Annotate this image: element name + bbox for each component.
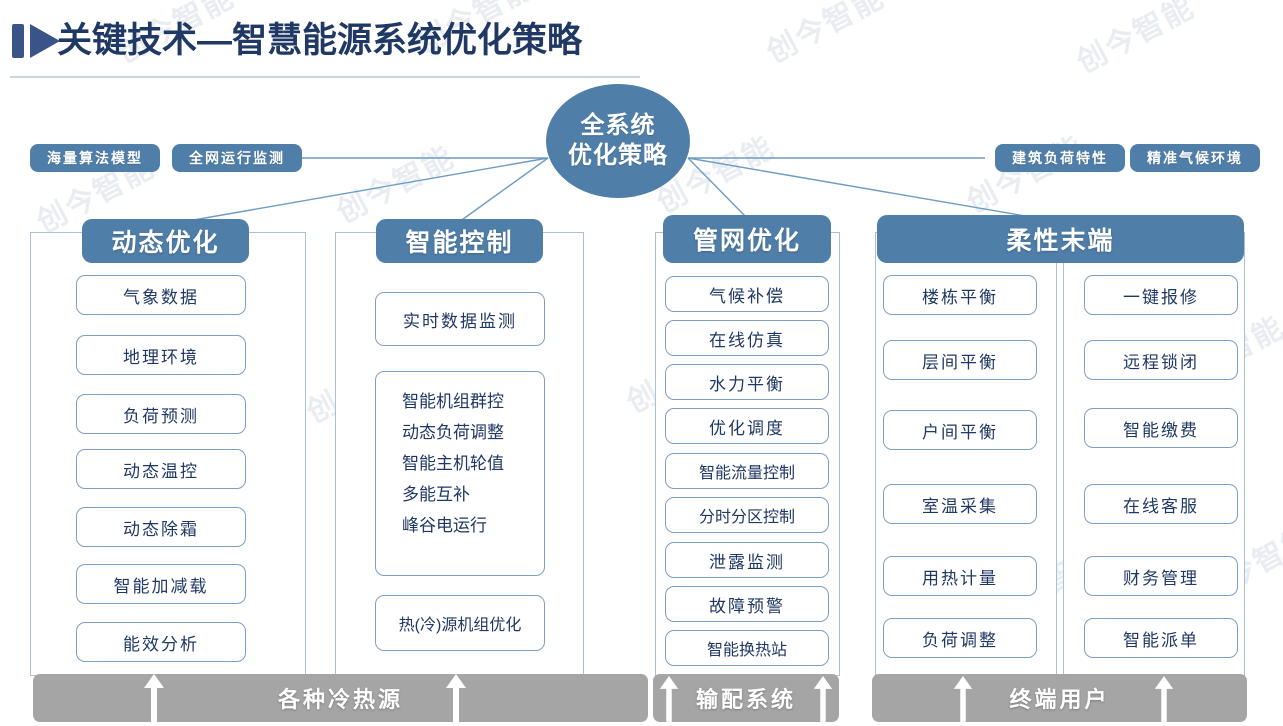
column-header-dynamic-optimization[interactable]: 动态优化 bbox=[82, 219, 249, 263]
chip-household-balance[interactable]: 户间平衡 bbox=[883, 410, 1037, 450]
slide-title-bar: 关键技术—智慧能源系统优化策略 bbox=[0, 12, 1283, 78]
up-arrow-icon bbox=[953, 676, 973, 722]
input-pill-precise-climate[interactable]: 精准气候环境 bbox=[1130, 144, 1260, 172]
column-header-flexible-terminal[interactable]: 柔性末端 bbox=[877, 215, 1244, 263]
chip-hydraulic-balance[interactable]: 水力平衡 bbox=[665, 364, 829, 400]
chip-smart-load-adjustment[interactable]: 智能加减载 bbox=[76, 564, 246, 604]
bottom-bar-label: 各种冷热源 bbox=[277, 687, 403, 712]
chip-smart-flow-control[interactable]: 智能流量控制 bbox=[665, 453, 829, 489]
input-pill-network-wide-monitoring[interactable]: 全网运行监测 bbox=[172, 144, 302, 172]
chip-energy-efficiency-analysis[interactable]: 能效分析 bbox=[76, 622, 246, 662]
chip-smart-dispatch-order[interactable]: 智能派单 bbox=[1084, 618, 1238, 658]
input-pill-building-load-profile[interactable]: 建筑负荷特性 bbox=[995, 144, 1125, 172]
chip-load-adjustment[interactable]: 负荷调整 bbox=[883, 618, 1037, 658]
chip-financial-management[interactable]: 财务管理 bbox=[1084, 556, 1238, 596]
chip-floor-balance[interactable]: 层间平衡 bbox=[883, 340, 1037, 380]
chip-dynamic-defrost[interactable]: 动态除霜 bbox=[76, 507, 246, 547]
chip-optimized-dispatch[interactable]: 优化调度 bbox=[665, 408, 829, 444]
bottom-bar-end-users[interactable]: 终端用户 bbox=[872, 674, 1247, 722]
play-bar-icon bbox=[12, 24, 60, 58]
chip-climate-compensation[interactable]: 气候补偿 bbox=[665, 276, 829, 312]
input-pill-massive-algorithm-model[interactable]: 海量算法模型 bbox=[30, 144, 160, 172]
central-hub: 全系统 优化策略 bbox=[546, 84, 690, 198]
chip-one-click-repair[interactable]: 一键报修 bbox=[1084, 275, 1238, 315]
chip-indoor-temperature-collection[interactable]: 室温采集 bbox=[883, 484, 1037, 524]
chip-time-zone-control[interactable]: 分时分区控制 bbox=[665, 497, 829, 533]
chip-leak-monitoring[interactable]: 泄露监测 bbox=[665, 542, 829, 578]
chip-dynamic-temperature-control[interactable]: 动态温控 bbox=[76, 449, 246, 489]
hub-line-1: 全系统 bbox=[580, 112, 656, 139]
column-header-intelligent-control[interactable]: 智能控制 bbox=[376, 219, 543, 263]
chip-heat-cold-source-unit-optimization[interactable]: 热(冷)源机组优化 bbox=[375, 595, 545, 651]
bottom-bar-label: 输配系统 bbox=[695, 687, 796, 712]
chip-load-forecast[interactable]: 负荷预测 bbox=[76, 394, 246, 434]
bottom-bar-label: 终端用户 bbox=[1009, 687, 1110, 712]
column-header-pipe-network-optimization[interactable]: 管网优化 bbox=[663, 215, 831, 263]
chip-heat-metering[interactable]: 用热计量 bbox=[883, 556, 1037, 596]
chip-geographic-environment[interactable]: 地理环境 bbox=[76, 335, 246, 375]
up-arrow-icon bbox=[813, 676, 833, 722]
chip-smart-payment[interactable]: 智能缴费 bbox=[1084, 408, 1238, 448]
bottom-bar-cold-heat-sources[interactable]: 各种冷热源 bbox=[33, 674, 648, 722]
chip-online-simulation[interactable]: 在线仿真 bbox=[665, 320, 829, 356]
up-arrow-icon bbox=[659, 676, 679, 722]
chip-remote-lock[interactable]: 远程锁闭 bbox=[1084, 340, 1238, 380]
chip-control-strategy-list[interactable]: 智能机组群控动态负荷调整智能主机轮值多能互补峰谷电运行 bbox=[375, 371, 545, 576]
chip-fault-warning[interactable]: 故障预警 bbox=[665, 586, 829, 622]
chip-weather-data[interactable]: 气象数据 bbox=[76, 275, 246, 315]
bottom-bar-distribution-system[interactable]: 输配系统 bbox=[653, 674, 839, 722]
hub-line-2: 优化策略 bbox=[568, 142, 668, 169]
chip-smart-heat-exchange-station[interactable]: 智能换热站 bbox=[665, 630, 829, 666]
up-arrow-icon bbox=[144, 674, 164, 724]
chip-realtime-data-monitoring[interactable]: 实时数据监测 bbox=[375, 292, 545, 346]
chip-online-customer-service[interactable]: 在线客服 bbox=[1084, 484, 1238, 524]
up-arrow-icon bbox=[446, 674, 466, 724]
page-title: 关键技术—智慧能源系统优化策略 bbox=[57, 21, 583, 60]
up-arrow-icon bbox=[1154, 676, 1174, 722]
chip-building-balance[interactable]: 楼栋平衡 bbox=[883, 275, 1037, 315]
title-underline bbox=[10, 76, 640, 78]
